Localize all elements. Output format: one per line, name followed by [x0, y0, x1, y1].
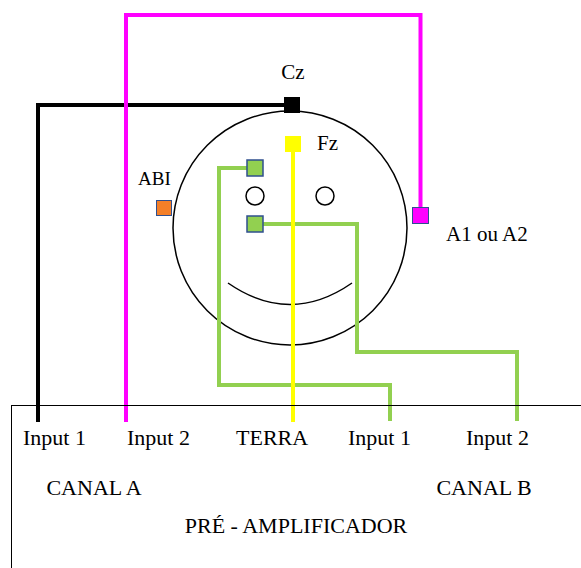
preamp-label: TERRA	[236, 426, 308, 450]
green-wire	[219, 168, 390, 421]
ear-wire	[126, 15, 421, 422]
preamp-label: CANAL B	[436, 476, 531, 500]
preamp-label: CANAL A	[46, 476, 141, 500]
head-outline	[173, 111, 407, 345]
fz-electrode: Fz	[285, 136, 301, 152]
cz-electrode: Cz	[284, 97, 300, 113]
green-electrode	[247, 160, 263, 176]
abi-electrode: ABI	[156, 200, 172, 216]
cz-wire	[38, 105, 284, 422]
green-electrode	[247, 216, 263, 232]
preamp-label: Input 2	[466, 426, 529, 450]
left-eye	[246, 187, 264, 205]
ground-wire	[291, 152, 295, 422]
preamp-label: Input 1	[348, 426, 411, 450]
preamp-label: Input 2	[127, 426, 190, 450]
electrode-label: A1 ou A2	[446, 223, 528, 246]
mouth	[228, 283, 352, 305]
ear-electrode: A1 ou A2	[412, 207, 429, 224]
right-eye	[316, 187, 334, 205]
electrode-label: ABI	[138, 169, 171, 190]
preamplifier-box: Input 1 Input 2 TERRA Input 1 Input 2 CANAL A…	[11, 405, 581, 568]
preamp-label: PRÉ - AMPLIFICADOR	[185, 514, 407, 538]
preamp-label: Input 1	[23, 426, 86, 450]
green-wire	[263, 224, 517, 421]
electrode-label: Cz	[281, 61, 304, 84]
electrode-label: Fz	[317, 132, 338, 155]
